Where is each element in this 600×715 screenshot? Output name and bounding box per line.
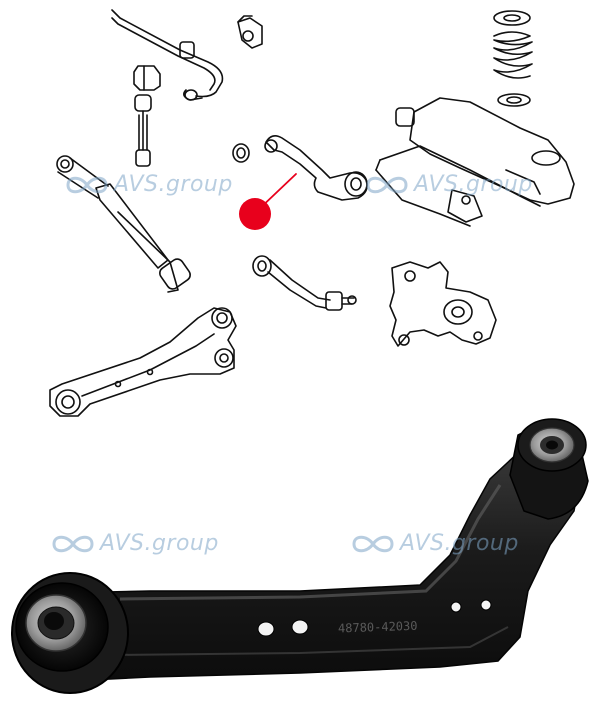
stabilizer-link xyxy=(134,94,152,167)
coil-spring xyxy=(493,10,533,107)
upper-arm-diagram xyxy=(232,134,368,201)
product-photo-rear-upper-arm: 48780-42030 xyxy=(11,418,589,694)
trailing-arm xyxy=(49,307,237,417)
shock-absorber xyxy=(56,155,191,293)
lateral-link xyxy=(252,255,357,311)
watermark: AVS.group xyxy=(50,531,219,556)
arm-hole xyxy=(257,621,275,637)
arm-hole xyxy=(450,601,462,613)
stabilizer-bushing xyxy=(133,65,161,91)
watermark: AVS.group xyxy=(364,172,533,197)
infinity-logo-icon xyxy=(52,535,94,552)
left-bushing xyxy=(11,572,129,694)
watermark-text: AVS.group xyxy=(400,531,519,556)
stabilizer-bracket xyxy=(237,15,263,49)
watermark: AVS.group xyxy=(350,531,519,556)
arm-hole xyxy=(291,619,309,635)
right-bushing xyxy=(509,418,589,520)
watermark-text: AVS.group xyxy=(114,172,233,197)
arm-body xyxy=(39,444,583,682)
watermark: AVS.group xyxy=(64,172,233,197)
steering-knuckle xyxy=(389,261,497,347)
infinity-logo-icon xyxy=(366,176,408,193)
arm-hole xyxy=(480,599,492,611)
lower-control-arm xyxy=(375,97,575,227)
exploded-suspension-diagram xyxy=(49,9,575,417)
watermark-text: AVS.group xyxy=(100,531,219,556)
watermark-text: AVS.group xyxy=(414,172,533,197)
infinity-logo-icon xyxy=(352,535,394,552)
part-stamp: 48780-42030 xyxy=(338,619,418,636)
stabilizer-bar xyxy=(111,9,224,101)
callout-marker xyxy=(239,198,271,230)
infinity-logo-icon xyxy=(66,176,108,193)
